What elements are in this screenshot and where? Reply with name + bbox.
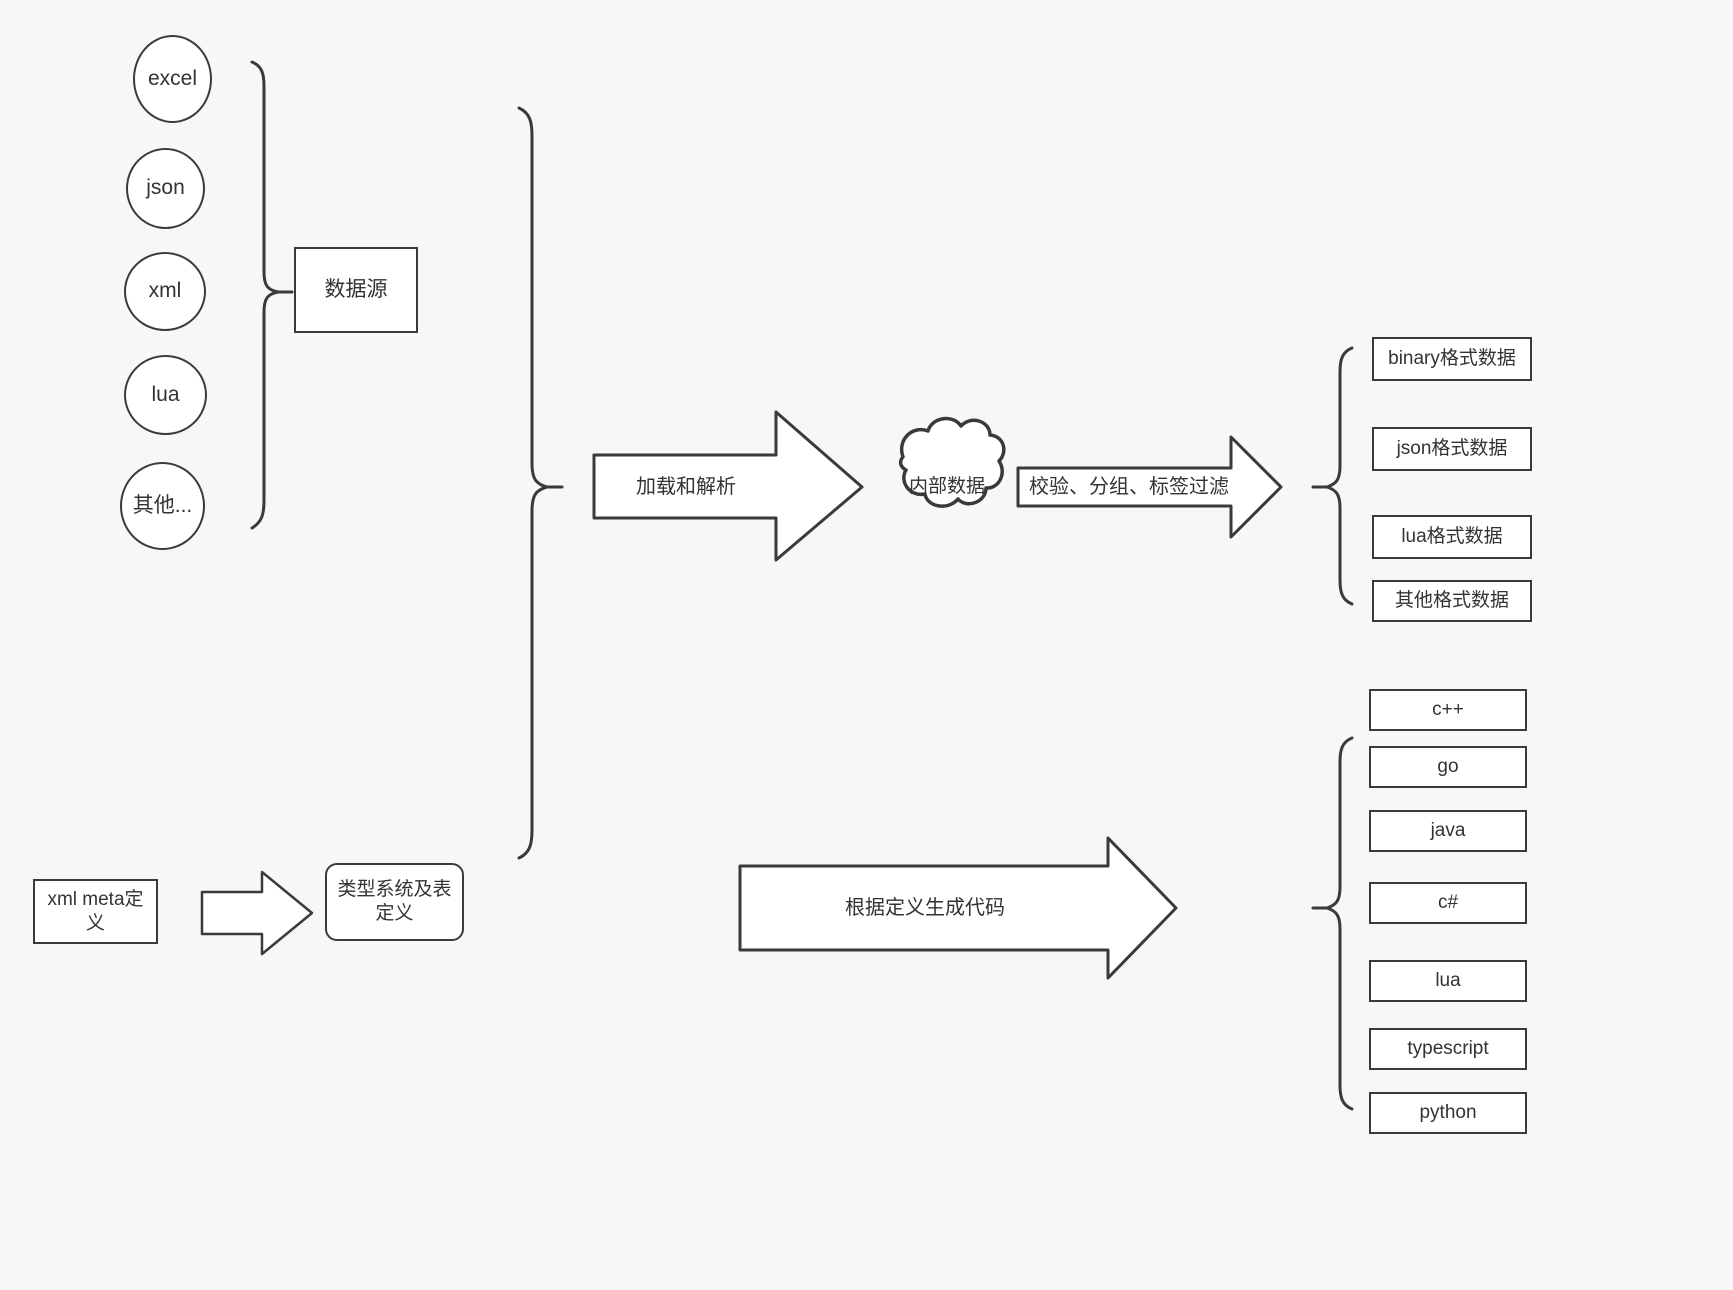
source-label: xml bbox=[148, 279, 182, 303]
xml-meta-definition-box[interactable]: xml meta定义 bbox=[33, 879, 158, 944]
brace-center bbox=[517, 106, 549, 860]
output-language-label: typescript bbox=[1407, 1038, 1489, 1060]
output-language-python[interactable]: python bbox=[1369, 1092, 1527, 1134]
compile-arrow-layer bbox=[200, 870, 314, 956]
cloud-internal-data bbox=[898, 416, 1006, 508]
xml-meta-definition-label: xml meta定义 bbox=[47, 888, 144, 934]
source-node-xml[interactable]: xml bbox=[124, 252, 206, 331]
source-node-excel[interactable]: excel bbox=[133, 35, 212, 123]
arrow-validate-filter bbox=[1016, 435, 1283, 539]
arrow-load-parse bbox=[592, 410, 864, 562]
output-language-label: python bbox=[1419, 1102, 1477, 1124]
output-language-go[interactable]: go bbox=[1369, 746, 1527, 788]
brace-data-formats bbox=[1325, 346, 1354, 606]
output-language-lua[interactable]: lua bbox=[1369, 960, 1527, 1002]
type-system-box[interactable]: 类型系统及表定义 bbox=[325, 863, 464, 941]
brace-sources bbox=[250, 60, 280, 530]
output-language-label: java bbox=[1430, 820, 1466, 842]
output-language-label: lua bbox=[1435, 970, 1461, 992]
output-format-label: lua格式数据 bbox=[1401, 526, 1503, 548]
output-language-typescript[interactable]: typescript bbox=[1369, 1028, 1527, 1070]
data-source-label: 数据源 bbox=[324, 277, 388, 301]
source-label: json bbox=[146, 176, 185, 200]
source-label: excel bbox=[147, 66, 198, 90]
source-node-json[interactable]: json bbox=[126, 148, 205, 229]
output-language-label: c++ bbox=[1432, 699, 1464, 721]
source-label: lua bbox=[151, 382, 180, 406]
data-source-box[interactable]: 数据源 bbox=[294, 247, 418, 333]
output-format-json[interactable]: json格式数据 bbox=[1372, 427, 1532, 471]
output-language-cpp[interactable]: c++ bbox=[1369, 689, 1527, 731]
output-format-lua[interactable]: lua格式数据 bbox=[1372, 515, 1532, 559]
source-node-other[interactable]: 其他... bbox=[120, 462, 205, 550]
output-format-label: 其他格式数据 bbox=[1394, 590, 1509, 612]
source-label: 其他... bbox=[132, 493, 193, 517]
output-format-binary[interactable]: binary格式数据 bbox=[1372, 337, 1532, 381]
arrow-compile bbox=[200, 870, 314, 956]
source-node-lua[interactable]: lua bbox=[124, 355, 207, 435]
output-language-csharp[interactable]: c# bbox=[1369, 882, 1527, 924]
type-system-label: 类型系统及表定义 bbox=[337, 879, 452, 924]
output-format-label: binary格式数据 bbox=[1388, 348, 1516, 370]
output-format-other[interactable]: 其他格式数据 bbox=[1372, 580, 1532, 622]
output-language-label: c# bbox=[1437, 892, 1459, 914]
output-language-label: go bbox=[1437, 756, 1459, 778]
brace-languages bbox=[1325, 736, 1354, 1111]
arrow-codegen bbox=[738, 836, 1178, 980]
output-language-java[interactable]: java bbox=[1369, 810, 1527, 852]
output-format-label: json格式数据 bbox=[1396, 438, 1508, 460]
